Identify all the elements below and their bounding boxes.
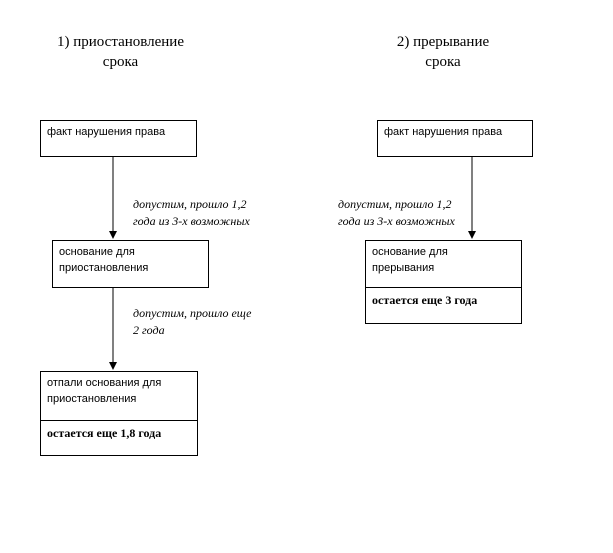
- right-fact-box: факт нарушения права: [377, 120, 533, 157]
- left-basis-box: основание для приостановления: [52, 240, 209, 288]
- left-fallen-box: отпали основания для приостановления: [40, 371, 198, 421]
- right-note-1: допустим, прошло 1,2 года из 3-х возможн…: [338, 197, 455, 228]
- right-heading: 2) прерывание срока: [396, 34, 490, 70]
- left-note-1: допустим, прошло 1,2 года из 3-х возможн…: [133, 197, 250, 228]
- left-note-2: допустим, прошло еще 2 года: [133, 306, 252, 337]
- left-remaining-box: остается еще 1,8 года: [40, 420, 198, 456]
- left-fact-box: факт нарушения права: [40, 120, 197, 157]
- left-heading: 1) приостановление срока: [57, 34, 184, 70]
- right-remaining-box: остается еще 3 года: [365, 287, 522, 324]
- right-basis-box: основание для прерывания: [365, 240, 522, 288]
